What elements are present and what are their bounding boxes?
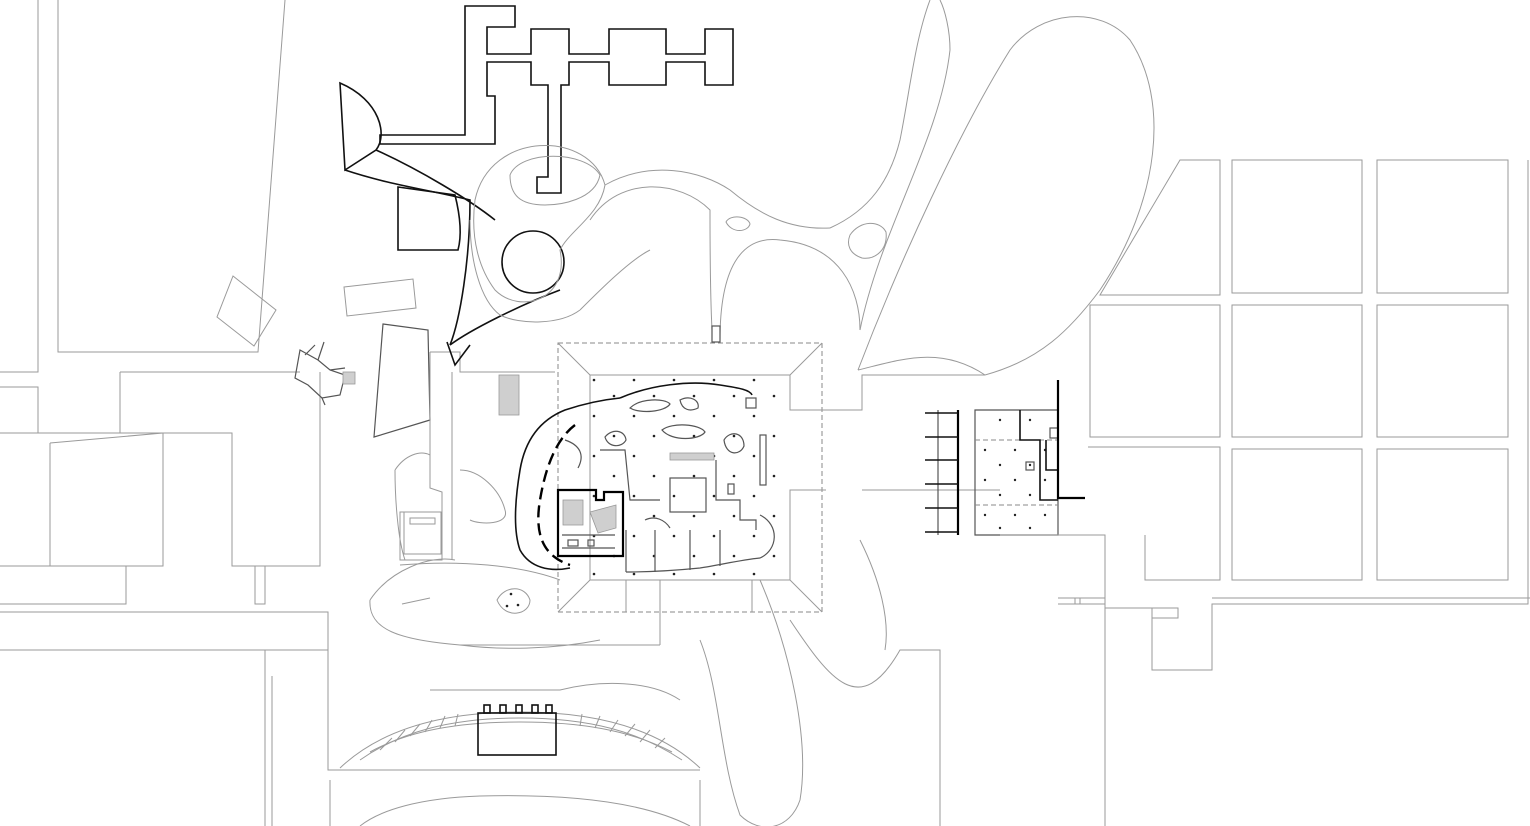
column-dot [1028,493,1032,497]
column-dot [752,494,756,498]
landscape-paths [329,0,1155,826]
column-dot [772,394,776,398]
column-dot [712,378,716,382]
column-dot [998,418,1002,422]
column-dot [692,474,696,478]
column-dot [692,434,696,438]
column-dot [983,513,987,517]
column-dot [632,494,636,498]
sculpture [294,341,356,406]
column-dot [632,572,636,576]
column-dot [692,514,696,518]
column-dot [1043,513,1047,517]
column-dot [592,454,596,458]
column-dot [1028,526,1032,530]
column-dot [752,534,756,538]
column-dot [672,534,676,538]
column-dot [752,454,756,458]
column-dot [632,414,636,418]
column-dot [1028,463,1032,467]
left-road [394,452,431,561]
column-dot [998,463,1002,467]
column-dot [1013,513,1017,517]
column-dot [983,478,987,482]
column-dot [692,394,696,398]
right-block-grid [1088,159,1530,671]
column-dot [772,434,776,438]
stadium-arc [339,704,701,769]
column-dot [652,434,656,438]
column-dot [672,414,676,418]
column-dot [592,414,596,418]
column-dot [772,514,776,518]
stadium-steps [379,713,666,751]
column-dot [712,494,716,498]
column-dot [752,414,756,418]
column-dot [632,454,636,458]
column-dot [983,448,987,452]
column-dot [712,414,716,418]
column-dot [592,572,596,576]
column-dot [652,474,656,478]
column-dot [732,394,736,398]
column-dot [672,572,676,576]
column-dot [612,434,616,438]
site-context [0,0,700,826]
central-building [460,325,1047,646]
column-dot [632,378,636,382]
column-dot [652,394,656,398]
column-dot [672,378,676,382]
column-dot [612,474,616,478]
column-dot [592,494,596,498]
column-dot [612,394,616,398]
upper-building-cluster [339,5,734,367]
column-dot [672,494,676,498]
column-dot [652,514,656,518]
column-dot [732,474,736,478]
column-dot [752,378,756,382]
column-dot [772,554,776,558]
column-dot [1028,418,1032,422]
column-dot [732,434,736,438]
column-dot [1013,448,1017,452]
right-building [826,375,1106,826]
column-dot [998,493,1002,497]
column-dot [692,554,696,558]
column-dot [998,526,1002,530]
column-dot [592,378,596,382]
column-dot [712,572,716,576]
column-dot [732,514,736,518]
column-dot [752,572,756,576]
column-dot [712,534,716,538]
column-dot [632,534,636,538]
column-dot [1043,478,1047,482]
column-dot [732,554,736,558]
column-dot [1013,478,1017,482]
column-grid [592,378,1047,576]
column-dot [772,474,776,478]
